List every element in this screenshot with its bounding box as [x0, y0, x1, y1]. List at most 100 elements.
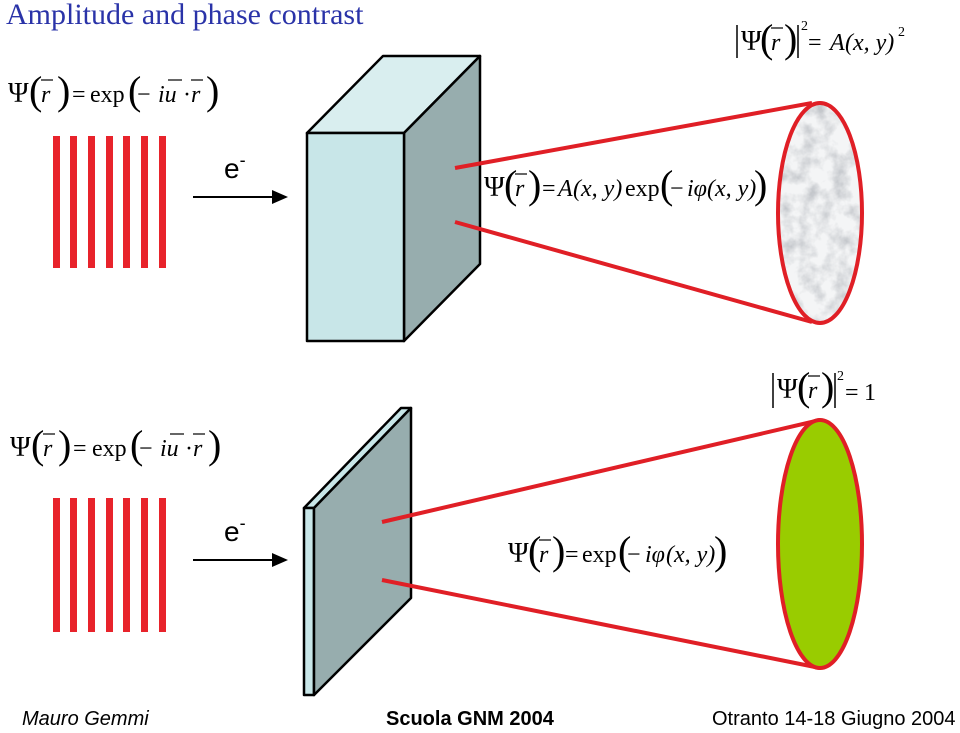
electron-label: e- [224, 513, 246, 547]
wave-stripe [53, 498, 60, 632]
left-paren: ( [760, 16, 773, 61]
right-paren: ) [714, 528, 727, 573]
wave-stripe [159, 498, 166, 632]
right-paren: ) [58, 422, 71, 467]
top-panel: Ψ ( r ) = exp ( − iu · r ) e- [8, 16, 905, 343]
wave-stripe [88, 136, 95, 268]
wave-stripe [106, 136, 113, 268]
left-paren: ( [29, 68, 42, 113]
left-paren: ( [618, 528, 631, 573]
left-paren: ( [504, 162, 517, 207]
right-paren: ) [206, 68, 219, 113]
exp-text: exp [92, 436, 127, 462]
left-paren: ( [797, 364, 810, 409]
left-paren: ( [528, 528, 541, 573]
bottom-plane-wave-stripes [53, 498, 166, 632]
vector-r: r [191, 82, 201, 108]
right-paren: ) [754, 162, 767, 207]
phase-contrast-image-disk [776, 418, 864, 670]
vector-r: r [539, 542, 549, 568]
top-plane-wave-stripes [53, 136, 166, 268]
iphi-text: iφ [687, 176, 707, 202]
footer: Mauro Gemmi Scuola GNM 2004 Otranto 14-1… [22, 708, 956, 730]
bottom-panel: Ψ ( r ) = exp ( − iu · r ) e- [10, 364, 876, 697]
iphi-text: iφ [645, 542, 665, 568]
wave-stripe [53, 136, 60, 268]
exp-text: exp [625, 176, 660, 202]
vector-r: r [515, 176, 525, 202]
right-paren: ) [57, 68, 70, 113]
left-paren: ( [130, 422, 143, 467]
wave-stripe [159, 136, 166, 268]
square-exponent: 2 [801, 19, 808, 34]
one-text: 1 [864, 380, 876, 406]
right-paren: ) [528, 162, 541, 207]
psi-symbol: Ψ [508, 538, 529, 569]
iu-text: iu [158, 82, 177, 108]
footer-school: Scuola GNM 2004 [386, 708, 555, 730]
footer-author: Mauro Gemmi [22, 708, 149, 730]
equals-sign: = [565, 542, 579, 568]
top-exit-wave-formula: Ψ ( r ) = A (x, y) exp ( − iφ (x, y) ) [484, 162, 767, 207]
equals-sign: = [845, 380, 859, 406]
wave-stripe [70, 498, 77, 632]
right-paren: ) [821, 364, 834, 409]
iu-text: iu [160, 436, 179, 462]
dot-sign: · [183, 82, 191, 108]
electron-arrow [193, 190, 288, 204]
square-exponent: 2 [898, 25, 905, 40]
vector-r: r [193, 436, 203, 462]
beam-line-upper [381, 418, 821, 524]
xy-text: (x, y) [573, 176, 622, 202]
exp-text: exp [90, 82, 125, 108]
equals-sign: = [808, 30, 822, 56]
square-exponent: 2 [837, 369, 844, 384]
wave-stripe [106, 498, 113, 632]
vector-r: r [41, 82, 51, 108]
thick-specimen [305, 54, 482, 343]
minus-sign: − [627, 542, 641, 568]
right-paren: ) [208, 422, 221, 467]
left-paren: ( [660, 162, 673, 207]
amplitude-A: A [828, 30, 845, 56]
xy-text: (x, y) [666, 542, 715, 568]
minus-sign: − [137, 82, 151, 108]
dot-sign: · [185, 436, 193, 462]
electron-arrow [193, 553, 288, 567]
exp-text: exp [582, 542, 617, 568]
vector-r: r [771, 30, 781, 56]
vector-r: r [43, 436, 53, 462]
minus-sign: − [139, 436, 153, 462]
wave-stripe [123, 136, 130, 268]
xy-text: (x, y) [845, 30, 894, 56]
marble-texture [778, 103, 862, 323]
xy-text: (x, y) [707, 176, 756, 202]
disk-outline [776, 101, 864, 325]
wave-stripe [88, 498, 95, 632]
wave-stripe [70, 136, 77, 268]
thin-specimen [302, 406, 413, 697]
psi-symbol: Ψ [8, 78, 29, 109]
vector-r: r [808, 378, 818, 404]
beam-line-lower [454, 220, 813, 324]
wave-stripe [141, 498, 148, 632]
wave-stripe [141, 136, 148, 268]
top-intensity-formula: Ψ ( r ) 2 = A (x, y) 2 [736, 16, 905, 61]
beam-line-lower [381, 578, 821, 670]
thin-specimen-front-edge [302, 506, 316, 697]
bottom-exit-wave-formula: Ψ ( r ) = exp ( − iφ (x, y) ) [508, 528, 727, 573]
psi-symbol: Ψ [777, 374, 798, 405]
equals-sign: = [72, 82, 86, 108]
equals-sign: = [542, 176, 556, 202]
specimen-front-face [305, 131, 406, 343]
psi-symbol: Ψ [484, 172, 505, 203]
left-paren: ( [31, 422, 44, 467]
beam-line-upper [454, 101, 813, 170]
psi-symbol: Ψ [10, 432, 31, 463]
amplitude-contrast-image [776, 101, 864, 325]
left-paren: ( [128, 68, 141, 113]
right-paren: ) [784, 16, 797, 61]
psi-symbol: Ψ [741, 26, 762, 57]
page-title: Amplitude and phase contrast [6, 0, 364, 31]
